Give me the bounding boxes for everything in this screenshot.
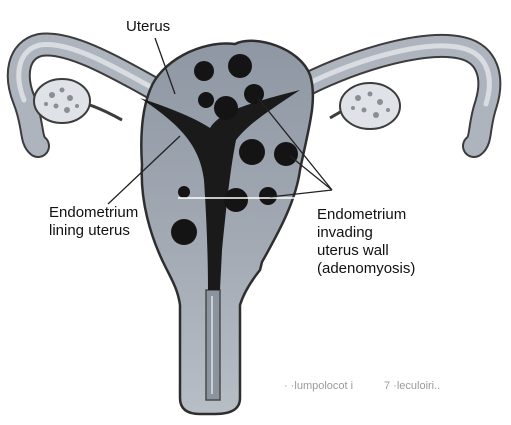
endometrium-lining <box>140 90 300 290</box>
label-uterus: Uterus <box>126 18 171 35</box>
faint-caption-left: · ·lumpolocot i <box>284 380 354 392</box>
faint-caption-right: 7 ·leculoiri.. <box>384 380 441 392</box>
label-endometrium-invading: Endometrium invading uterus wall (adenom… <box>317 206 416 277</box>
leader-lines <box>107 37 333 205</box>
left-fallopian-tube <box>6 32 172 158</box>
label-endometrium-lining: Endometrium lining uterus <box>49 204 139 239</box>
left-ovary <box>33 78 123 124</box>
right-ovary <box>329 82 401 130</box>
adenomyosis-lesions <box>171 54 298 245</box>
right-fallopian-tube <box>288 33 502 158</box>
